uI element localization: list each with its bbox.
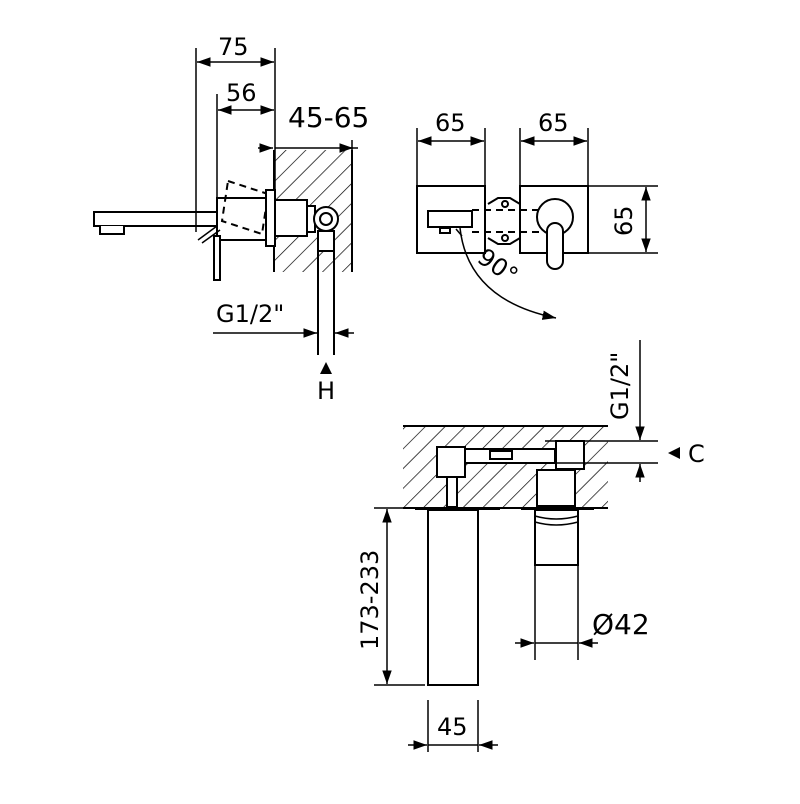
top-view: 90° 65 65 65 xyxy=(416,109,658,320)
dim-65-vertical-label: 65 xyxy=(610,205,638,236)
dim-65-right: 65 xyxy=(519,109,589,186)
front-embedded-body xyxy=(436,446,466,478)
side-spout-outlet xyxy=(99,226,125,235)
dim-173-233-label: 173-233 xyxy=(356,550,384,650)
dim-75: 75 xyxy=(195,33,276,232)
dim-65-right-label: 65 xyxy=(538,109,569,137)
top-connector xyxy=(472,197,540,245)
dim-45-65: 45-65 xyxy=(258,101,369,153)
dim-g12-front: G1/2" xyxy=(545,340,658,482)
dim-75-label: 75 xyxy=(218,33,249,61)
section-h-marker: H xyxy=(317,362,335,405)
detail-c-label: C xyxy=(688,440,705,468)
dim-g12-front-label: G1/2" xyxy=(606,352,634,420)
side-pipe xyxy=(317,230,335,252)
side-spout xyxy=(93,211,218,227)
top-lever xyxy=(546,222,564,270)
detail-c-marker: C xyxy=(668,440,705,468)
side-view: 75 56 45-65 G1/2" H xyxy=(93,33,369,405)
dim-45-65-label: 45-65 xyxy=(288,101,369,134)
dim-65-left-label: 65 xyxy=(435,109,466,137)
side-handle-rotated xyxy=(220,179,270,236)
dim-173-233: 173-233 xyxy=(356,507,425,686)
dim-diameter-42: Ø42 xyxy=(515,608,650,648)
dim-56-label: 56 xyxy=(226,79,257,107)
side-body xyxy=(216,197,270,241)
dim-diameter-42-label: Ø42 xyxy=(592,608,650,641)
dim-56: 56 xyxy=(216,79,274,198)
front-view: G1/2" C 173-233 45 Ø42 xyxy=(356,340,705,752)
dim-g12-side-label: G1/2" xyxy=(216,300,284,328)
dim-65-left: 65 xyxy=(416,109,486,186)
dim-65-vertical: 65 xyxy=(588,185,658,254)
front-valve-housing xyxy=(555,440,585,470)
dim-g12-side: G1/2" xyxy=(213,300,354,338)
section-h-label: H xyxy=(317,377,335,405)
side-lever xyxy=(213,235,221,281)
dim-45-label: 45 xyxy=(437,713,468,741)
top-spout xyxy=(427,210,473,228)
front-spout xyxy=(427,509,479,686)
side-wall-plate xyxy=(265,189,276,247)
top-rotation-arc xyxy=(459,227,557,320)
side-cartridge xyxy=(274,199,308,237)
dim-45: 45 xyxy=(408,700,498,752)
